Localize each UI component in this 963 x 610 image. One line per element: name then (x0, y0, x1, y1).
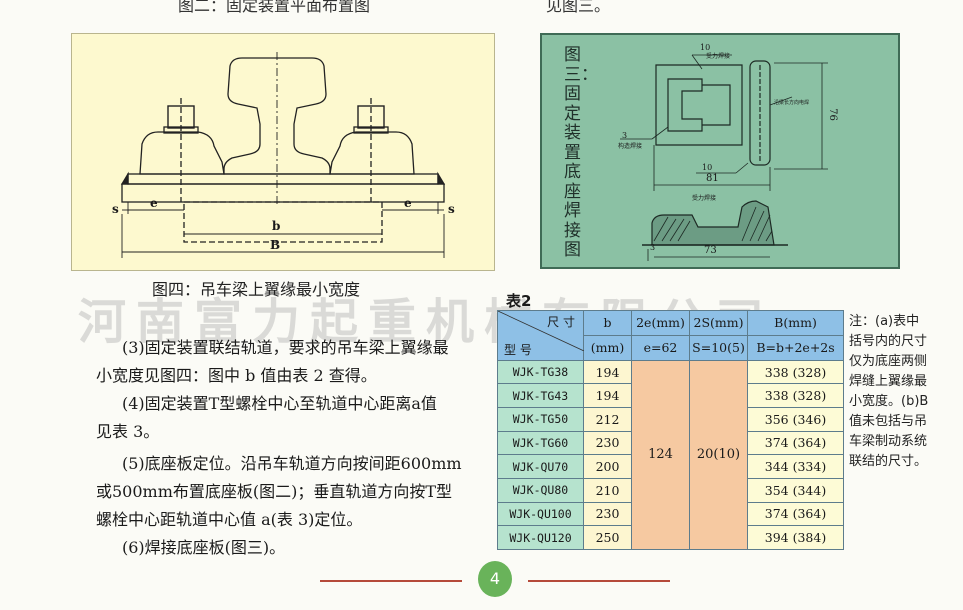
header-e-value: e=62 (631, 334, 690, 361)
weld-bottom-size: 10 (702, 163, 713, 172)
paragraph-4-line1: (4)固定装置T型螺栓中心至轨道中心距离a值 (122, 394, 437, 413)
row-b: 230 (583, 501, 632, 527)
clamp-inner (702, 84, 731, 126)
paragraph-4-line2: 见表 3。 (96, 422, 160, 441)
dim-width-label: 81 (706, 173, 719, 184)
header-diagonal-cell: 尺 寸 型 号 (497, 310, 584, 361)
left-weld (120, 171, 129, 185)
weld-top-note: 受力焊接 (706, 53, 731, 60)
row-model: WJK-TG60 (497, 430, 584, 456)
table-title: 表2 (506, 292, 532, 310)
row-model: WJK-TG38 (497, 359, 584, 385)
footer-rule-left (320, 580, 462, 582)
header-B: B(mm) (747, 310, 844, 336)
figure2-caption: 图二：固定装置平面布置图 (178, 0, 371, 15)
paragraph-5-line2: 或500mm布置底座板(图二)；垂直轨道方向按T型 (96, 482, 453, 501)
row-b: 210 (583, 477, 632, 503)
weld-side-size: 3 (622, 131, 628, 140)
clamp-plan-outline (655, 64, 743, 146)
header-model-label: 型 号 (504, 342, 532, 357)
label-b: b (272, 219, 281, 233)
row-model: WJK-TG43 (497, 383, 584, 408)
dim-base-left-label: 3 (650, 243, 656, 252)
weld-mid-note: 沿梁长方向电焊 (774, 100, 810, 106)
label-s-right: s (448, 202, 455, 216)
spec-table: 尺 寸 型 号 b 2e(mm) 2S(mm) B(mm) (mm) e=62 … (497, 310, 844, 551)
clamp-slot (667, 78, 703, 132)
figure3-caption: 图三：固定装置底座焊接图 (564, 45, 598, 260)
weld-side-note: 构造焊接 (618, 143, 643, 150)
beam-web (183, 201, 383, 243)
figure3-panel: 10 受力焊接 3 构造焊接 10 受力焊接 沿梁长方向电焊 76 81 73 … (540, 33, 900, 269)
row-B: 374 (364) (747, 501, 844, 527)
right-clamp (329, 131, 415, 175)
row-B: 338 (328) (747, 359, 844, 385)
row-model: WJK-QU100 (497, 501, 584, 527)
shared-2e-value: 124 (631, 359, 690, 551)
table-side-note: 注：(a)表中括号内的尺寸仅为底座两侧焊缝上翼缘最小宽度。(b)B值未包括与吊车… (849, 314, 929, 469)
beam-flange (121, 183, 445, 203)
weld-bottom-note: 受力焊接 (692, 195, 717, 202)
row-B: 394 (384) (747, 525, 844, 550)
right-weld (437, 171, 446, 185)
page-number-badge: 4 (478, 561, 512, 597)
row-model: WJK-TG50 (497, 407, 584, 432)
paragraph-5-line1: (5)底座板定位。沿吊车轨道方向按间距600mm (122, 454, 462, 473)
label-B: B (270, 238, 281, 252)
paragraph-6: (6)焊接底座板(图三)。 (122, 538, 286, 557)
row-b: 200 (583, 454, 632, 479)
header-b-unit: (mm) (583, 334, 632, 361)
row-model: WJK-QU120 (497, 525, 584, 550)
paragraph-5-line3: 螺栓中心距轨道中心值 a(表 3)定位。 (96, 510, 363, 529)
header-2e: 2e(mm) (631, 310, 690, 336)
dim-base-label: 73 (704, 245, 717, 256)
figure4-rail-drawing (120, 52, 446, 258)
row-b: 212 (583, 407, 632, 432)
header-diagonal-line (498, 311, 584, 351)
row-b: 230 (583, 430, 632, 456)
row-B: 356 (346) (747, 407, 844, 432)
row-B: 374 (364) (747, 430, 844, 456)
paragraph-3-line2: 小宽度见图四：图中 b 值由表 2 查得。 (96, 366, 377, 385)
base-plate (127, 173, 439, 185)
row-model: WJK-QU70 (497, 454, 584, 479)
figure4-caption: 图四：吊车梁上翼缘最小宽度 (152, 280, 361, 299)
label-e-left: e (150, 196, 158, 210)
row-B: 354 (344) (747, 477, 844, 503)
label-e-right: e (404, 196, 412, 210)
row-b: 194 (583, 383, 632, 408)
figure3-weld-drawing (620, 54, 828, 261)
section-hatch-left (653, 216, 691, 242)
row-model: WJK-QU80 (497, 477, 584, 503)
previous-paragraph-tail: 见图三。 (546, 0, 611, 15)
figure4-panel: s e b e s B (71, 33, 495, 271)
header-B-formula: B=b+2e+2s (747, 334, 844, 361)
row-B: 338 (328) (747, 383, 844, 408)
left-clamp (139, 131, 225, 175)
row-b: 194 (583, 359, 632, 385)
rail-head (223, 57, 331, 175)
section-hatch-right (741, 206, 773, 242)
label-s-left: s (112, 202, 119, 216)
row-B: 344 (334) (747, 454, 844, 479)
dim-height-label: 76 (826, 108, 838, 121)
header-s-value: S=10(5) (689, 334, 748, 361)
weld-top-size: 10 (700, 43, 711, 52)
header-b: b (583, 310, 632, 336)
weld-strip (749, 60, 771, 166)
paragraph-3-line1: (3)固定装置联结轨道，要求的吊车梁上翼缘最 (122, 338, 449, 357)
header-size-label: 尺 寸 (547, 315, 575, 329)
footer-rule-right (528, 580, 670, 582)
row-b: 250 (583, 525, 632, 550)
header-2s: 2S(mm) (689, 310, 748, 336)
shared-2s-value: 20(10) (689, 359, 748, 551)
